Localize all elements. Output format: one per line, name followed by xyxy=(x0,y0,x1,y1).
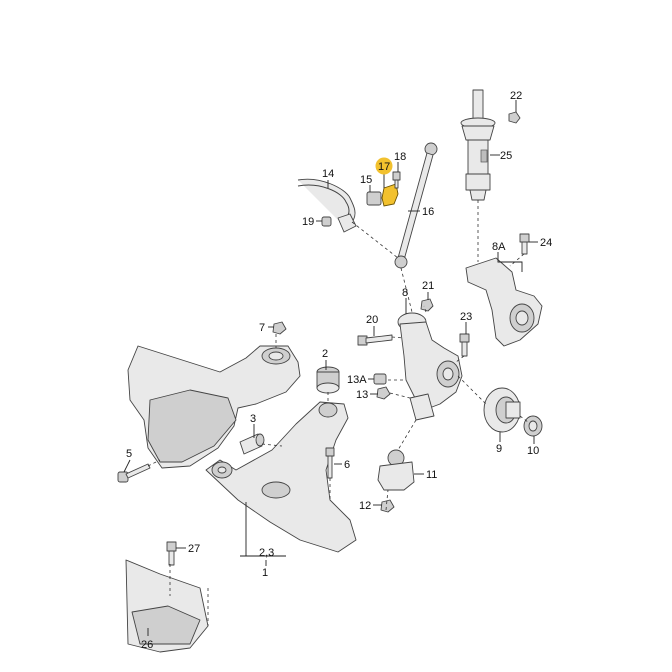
callout-1: 1 xyxy=(262,567,268,579)
callout-6: 6 xyxy=(344,459,350,471)
callout-13a: 13A xyxy=(347,374,367,386)
nut-13a xyxy=(373,373,387,385)
callout-5: 5 xyxy=(126,448,132,460)
strut-assembly xyxy=(460,89,496,201)
bolt-24 xyxy=(519,233,530,255)
bolt-19 xyxy=(321,216,332,227)
callout-13: 13 xyxy=(356,389,368,401)
leader-lines xyxy=(123,100,538,636)
callout-17: 17 xyxy=(378,161,390,173)
callout-26: 26 xyxy=(141,639,153,651)
callout-22: 22 xyxy=(510,90,522,102)
ball-joint xyxy=(377,449,415,491)
bracket-26 xyxy=(125,559,209,653)
nut-13 xyxy=(376,386,391,400)
callout-2-3: 2,3 xyxy=(259,547,274,559)
callout-9: 9 xyxy=(496,443,502,455)
callout-2: 2 xyxy=(322,348,328,360)
bolt-7 xyxy=(272,321,287,335)
callout-17-highlight xyxy=(375,157,393,175)
bolt-18 xyxy=(392,171,401,189)
callout-19: 19 xyxy=(302,216,314,228)
wheel-hub xyxy=(483,387,521,433)
callout-3: 3 xyxy=(250,413,256,425)
subframe xyxy=(127,345,301,469)
callout-15: 15 xyxy=(360,174,372,186)
callout-8: 8 xyxy=(402,287,408,299)
callout-27: 27 xyxy=(188,543,200,555)
bushing-15 xyxy=(366,191,382,206)
nut-12 xyxy=(380,499,395,513)
callout-18: 18 xyxy=(394,151,406,163)
assembly-lines xyxy=(147,200,529,626)
callout-20: 20 xyxy=(366,314,378,326)
control-arm xyxy=(205,401,357,553)
callout-8a: 8A xyxy=(492,241,506,253)
stabilizer-bar xyxy=(297,178,357,233)
callout-24: 24 xyxy=(540,237,552,249)
callout-10: 10 xyxy=(527,445,539,457)
callout-12: 12 xyxy=(359,500,371,512)
callout-11: 11 xyxy=(426,469,437,481)
callout-25: 25 xyxy=(500,150,512,162)
callout-7: 7 xyxy=(259,322,265,334)
callout-14: 14 xyxy=(322,168,334,180)
bolt-20 xyxy=(357,334,393,346)
callout-23: 23 xyxy=(460,311,472,323)
callout-16: 16 xyxy=(422,206,434,218)
bolt-27 xyxy=(166,541,177,566)
bolt-23 xyxy=(459,333,470,357)
wheel-bearing-housing-8 xyxy=(397,312,463,421)
callout-21: 21 xyxy=(422,280,434,292)
bolt-21 xyxy=(420,298,434,312)
coupling-rod xyxy=(394,142,438,269)
callout-labels: 22 25 17 18 14 15 16 19 24 8A 8 21 7 20 … xyxy=(126,90,552,651)
bushing-3 xyxy=(239,433,265,455)
bolt-5 xyxy=(117,463,151,483)
wheel-bearing-housing-8a xyxy=(465,257,543,347)
bushing-2 xyxy=(316,366,340,394)
collar-nut-10 xyxy=(523,415,543,437)
nut-22 xyxy=(508,111,521,124)
